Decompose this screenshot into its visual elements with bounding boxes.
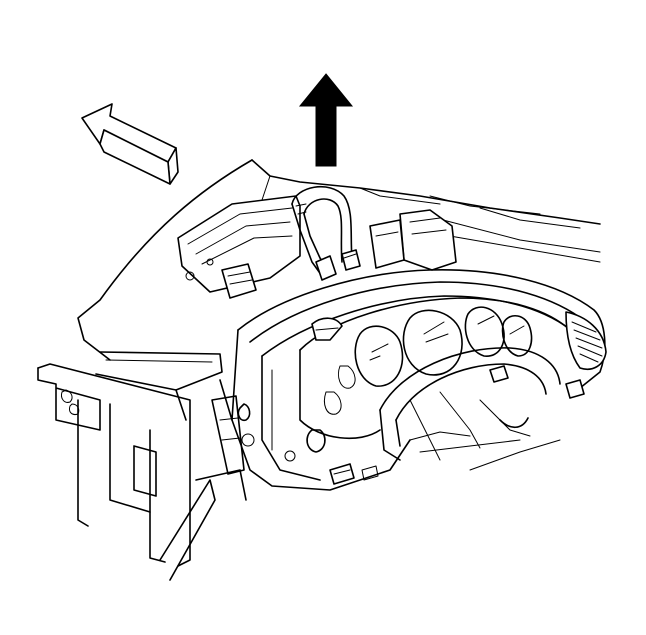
instrument-panel-carrier [211,269,606,491]
instrument-cluster [299,297,571,440]
upward-removal-arrow [298,73,354,167]
side-air-vent [565,311,607,399]
electrical-connector [369,209,457,271]
lower-panel-details [329,431,561,485]
gauge-openings [323,306,533,415]
wiring-harness-loop [291,186,361,281]
forward-direction-arrow [81,103,179,185]
left-side-panel [37,159,253,581]
dash-top-lines [251,159,601,263]
steering-column-opening [379,347,561,461]
electrical-module-box [177,195,301,299]
